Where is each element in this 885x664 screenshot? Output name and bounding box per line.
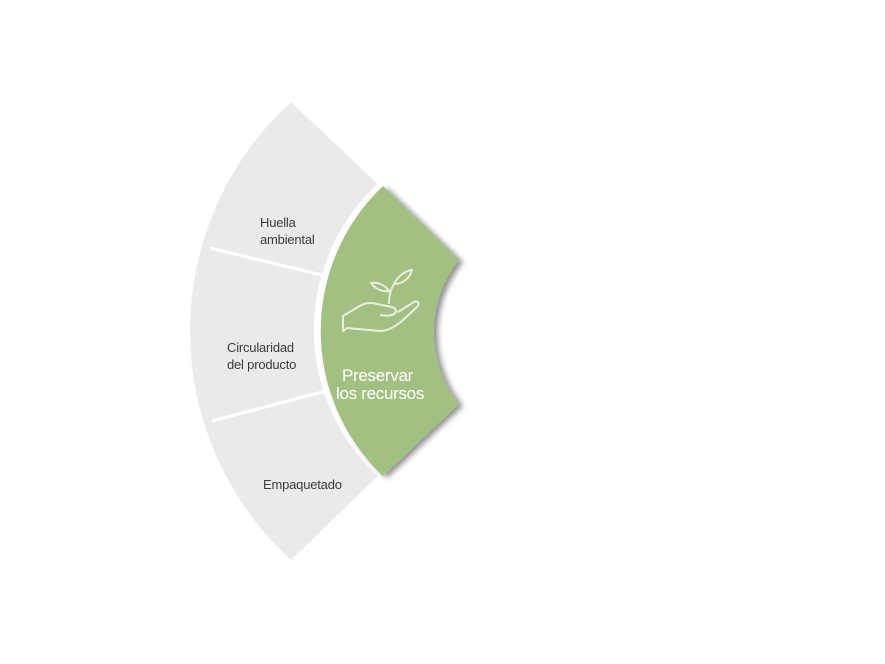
segment-label-line: del producto [227,357,296,372]
segment-label: Empaquetado [263,477,342,492]
center-label-line: Preservar [342,366,414,385]
segment-huella[interactable]: Huella ambiental [260,215,315,247]
outer-ring-shape [189,102,380,560]
center-label-line: los recursos [336,384,424,403]
segment-label-line: Huella [260,215,297,230]
segment-label-line: ambiental [260,232,315,247]
center-segment[interactable]: Preservar los recursos [320,186,459,476]
segment-label: Huella ambiental [260,215,315,247]
outer-ring [189,102,383,560]
segment-empaquetado[interactable]: Empaquetado [263,477,342,492]
segment-label-line: Empaquetado [263,477,342,492]
segment-divider [209,246,331,279]
segment-divider [211,388,331,423]
segment-label-line: Circularidad [227,340,294,355]
segment-label: Circularidad del producto [227,340,297,372]
center-label: Preservar los recursos [336,366,424,403]
segment-circularidad[interactable]: Circularidad del producto [227,340,297,372]
center-segment-shape [320,186,459,476]
hand-with-sprout-icon [342,269,420,332]
